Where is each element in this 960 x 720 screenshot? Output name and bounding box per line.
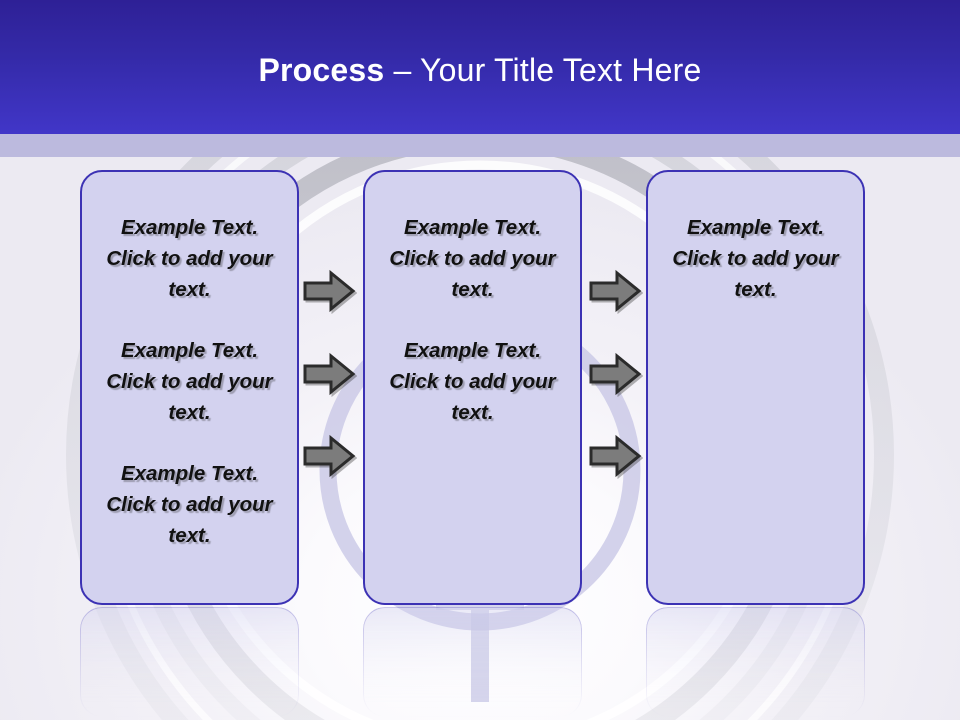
- process-box-paragraph: Example Text. Click to add your text.: [106, 462, 273, 547]
- process-box-stage-1[interactable]: Example Text. Click to add your text. Ex…: [80, 170, 299, 605]
- arrow-right-icon[interactable]: [587, 433, 643, 479]
- arrow-right-icon[interactable]: [587, 268, 643, 314]
- process-box-stage-3[interactable]: Example Text. Click to add your text.: [646, 170, 865, 605]
- arrow-right-icon[interactable]: [587, 351, 643, 397]
- reflection-stage-1: [80, 607, 299, 717]
- process-box-paragraph: Example Text. Click to add your text.: [106, 339, 273, 424]
- process-box-paragraph: Example Text. Click to add your text.: [672, 216, 839, 301]
- arrow-right-icon[interactable]: [301, 433, 357, 479]
- process-box-stage-2[interactable]: Example Text. Click to add your text. Ex…: [363, 170, 582, 605]
- title-underband: [0, 134, 960, 157]
- page-title-bold: Process: [258, 52, 385, 88]
- reflection-stage-2: [363, 607, 582, 717]
- process-box-paragraph: Example Text. Click to add your text.: [106, 216, 273, 301]
- process-box-paragraph: Example Text. Click to add your text.: [389, 339, 556, 424]
- reflection-stage-3: [646, 607, 865, 717]
- arrow-right-icon[interactable]: [301, 268, 357, 314]
- page-title-rest: – Your Title Text Here: [384, 52, 702, 88]
- arrow-right-icon[interactable]: [301, 351, 357, 397]
- page-title: Process – Your Title Text Here: [0, 52, 960, 89]
- title-band: [0, 0, 960, 134]
- process-box-paragraph: Example Text. Click to add your text.: [389, 216, 556, 301]
